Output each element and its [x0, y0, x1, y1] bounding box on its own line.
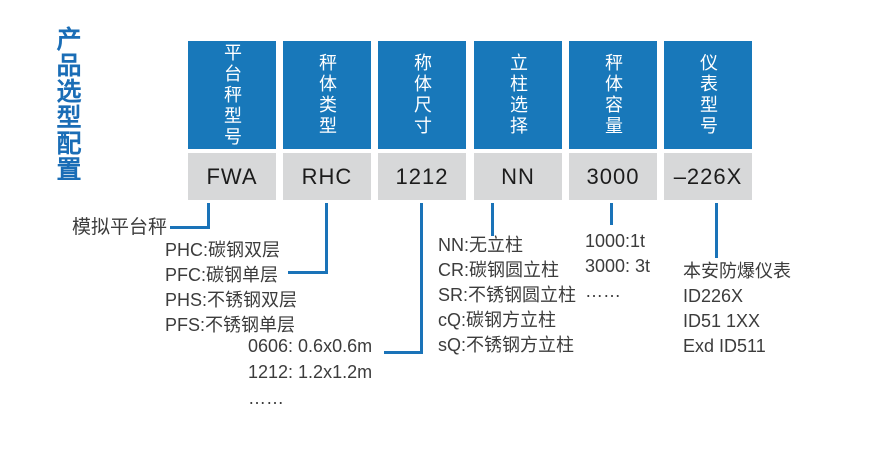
- connector-nn-vertical: [491, 203, 494, 236]
- column-value-cell: 3000: [569, 153, 657, 200]
- indicator-options: 本安防爆仪表 ID226X ID51 1XX Exd ID511: [683, 259, 791, 359]
- option-1212: 1212: 1.2x1.2m: [248, 362, 373, 382]
- column-header: 仪表型号: [664, 41, 752, 149]
- page-title: 产品选型配置: [53, 26, 81, 182]
- option-phc: PHC:碳钢双层: [165, 240, 281, 260]
- body-size-options: 0606: 0.6x0.6m 1212: 1.2x1.2m ……: [248, 333, 372, 411]
- connector-1212-vertical: [420, 203, 423, 354]
- column-value-cell: RHC: [283, 153, 371, 200]
- connector-1212-horizontal: [384, 351, 423, 354]
- scale-body-type-options: PHC:碳钢双层 PFC:碳钢单层 PHS:不锈钢双层 PFS:不锈钢单层: [165, 238, 297, 338]
- indicator-intrinsic-safe: 本安防爆仪表: [683, 261, 791, 281]
- column-header: 秤体容量: [569, 41, 657, 149]
- indicator-id511xx: ID51 1XX: [683, 311, 761, 331]
- indicator-exd-id511: Exd ID511: [683, 336, 766, 356]
- option-more-sizes: ……: [248, 388, 284, 408]
- column-value-cell: –226X: [664, 153, 752, 200]
- indicator-id226x: ID226X: [683, 286, 744, 306]
- column-header: 称体尺寸: [378, 41, 466, 149]
- option-sq: sQ:不锈钢方立柱: [438, 335, 575, 355]
- column-header: 立柱选择: [474, 41, 562, 149]
- column-header: 平台秤型号: [188, 41, 276, 149]
- option-nn: NN:无立柱: [438, 235, 523, 255]
- option-phs: PHS:不锈钢双层: [165, 290, 298, 310]
- option-cr: CR:碳钢圆立柱: [438, 260, 559, 280]
- connector-fwa-horizontal: [170, 226, 210, 229]
- connector-fwa-vertical: [207, 203, 210, 229]
- option-pfc: PFC:碳钢单层: [165, 265, 279, 285]
- column-value-cell: 1212: [378, 153, 466, 200]
- option-1000: 1000:1t: [585, 231, 646, 251]
- connector-rhc-vertical: [325, 203, 328, 274]
- pillar-options: NN:无立柱 CR:碳钢圆立柱 SR:不锈钢圆立柱 cQ:碳钢方立柱 sQ:不锈…: [438, 233, 576, 358]
- platform-type-label: 模拟平台秤: [72, 217, 168, 238]
- column-header: 秤体类型: [283, 41, 371, 149]
- option-more-capacities: ……: [585, 281, 621, 301]
- option-0606: 0606: 0.6x0.6m: [248, 336, 373, 356]
- connector-rhc-horizontal: [288, 271, 328, 274]
- option-cq: cQ:碳钢方立柱: [438, 310, 557, 330]
- option-pfs: PFS:不锈钢单层: [165, 315, 296, 335]
- column-value-cell: FWA: [188, 153, 276, 200]
- connector-226x-vertical: [715, 203, 718, 258]
- column-value-cell: NN: [474, 153, 562, 200]
- option-3000: 3000: 3t: [585, 256, 651, 276]
- option-sr: SR:不锈钢圆立柱: [438, 285, 577, 305]
- connector-3000-vertical: [610, 203, 613, 225]
- capacity-options: 1000:1t 3000: 3t ……: [585, 229, 650, 304]
